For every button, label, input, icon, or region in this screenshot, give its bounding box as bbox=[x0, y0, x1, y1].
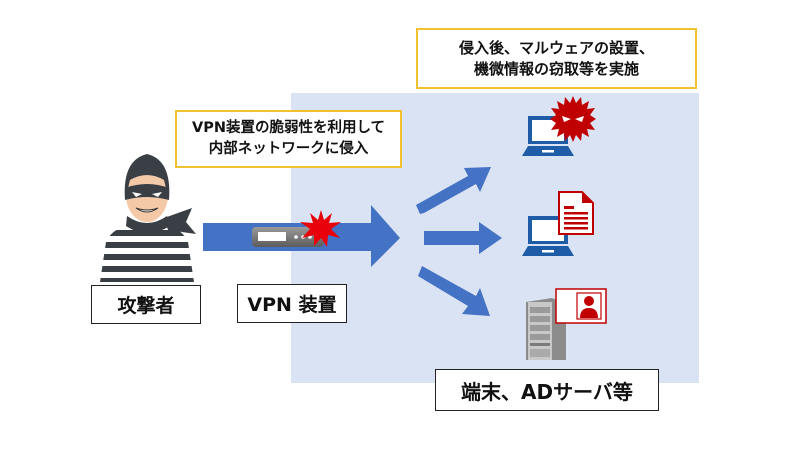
attacker-label: 攻撃者 bbox=[91, 285, 201, 324]
branch-arrow-up bbox=[416, 167, 491, 214]
callout-line-2: 機微情報の窃取等を実施 bbox=[473, 59, 639, 78]
callout-line-1: 侵入後、マルウェアの設置、 bbox=[458, 38, 654, 57]
callout-line-2: 内部ネットワークに侵入 bbox=[208, 141, 369, 157]
stolen-document-icon bbox=[558, 191, 594, 235]
post-intrusion-callout: 侵入後、マルウェアの設置、 機微情報の窃取等を実施 bbox=[416, 28, 697, 89]
user-account-card-icon bbox=[555, 288, 607, 324]
branch-arrow-right bbox=[424, 222, 502, 254]
attacker-icon bbox=[100, 154, 196, 282]
branch-arrow-down bbox=[418, 266, 490, 316]
callout-line-1: VPN装置の脆弱性を利用して bbox=[191, 120, 386, 136]
targets-label: 端末、ADサーバ等 bbox=[435, 369, 659, 411]
vpn-exploit-callout: VPN装置の脆弱性を利用して 内部ネットワークに侵入 bbox=[175, 110, 402, 168]
malware-icon bbox=[550, 96, 596, 142]
vpn-device-label: VPN 装置 bbox=[237, 284, 347, 323]
exploit-burst-icon bbox=[300, 210, 341, 247]
